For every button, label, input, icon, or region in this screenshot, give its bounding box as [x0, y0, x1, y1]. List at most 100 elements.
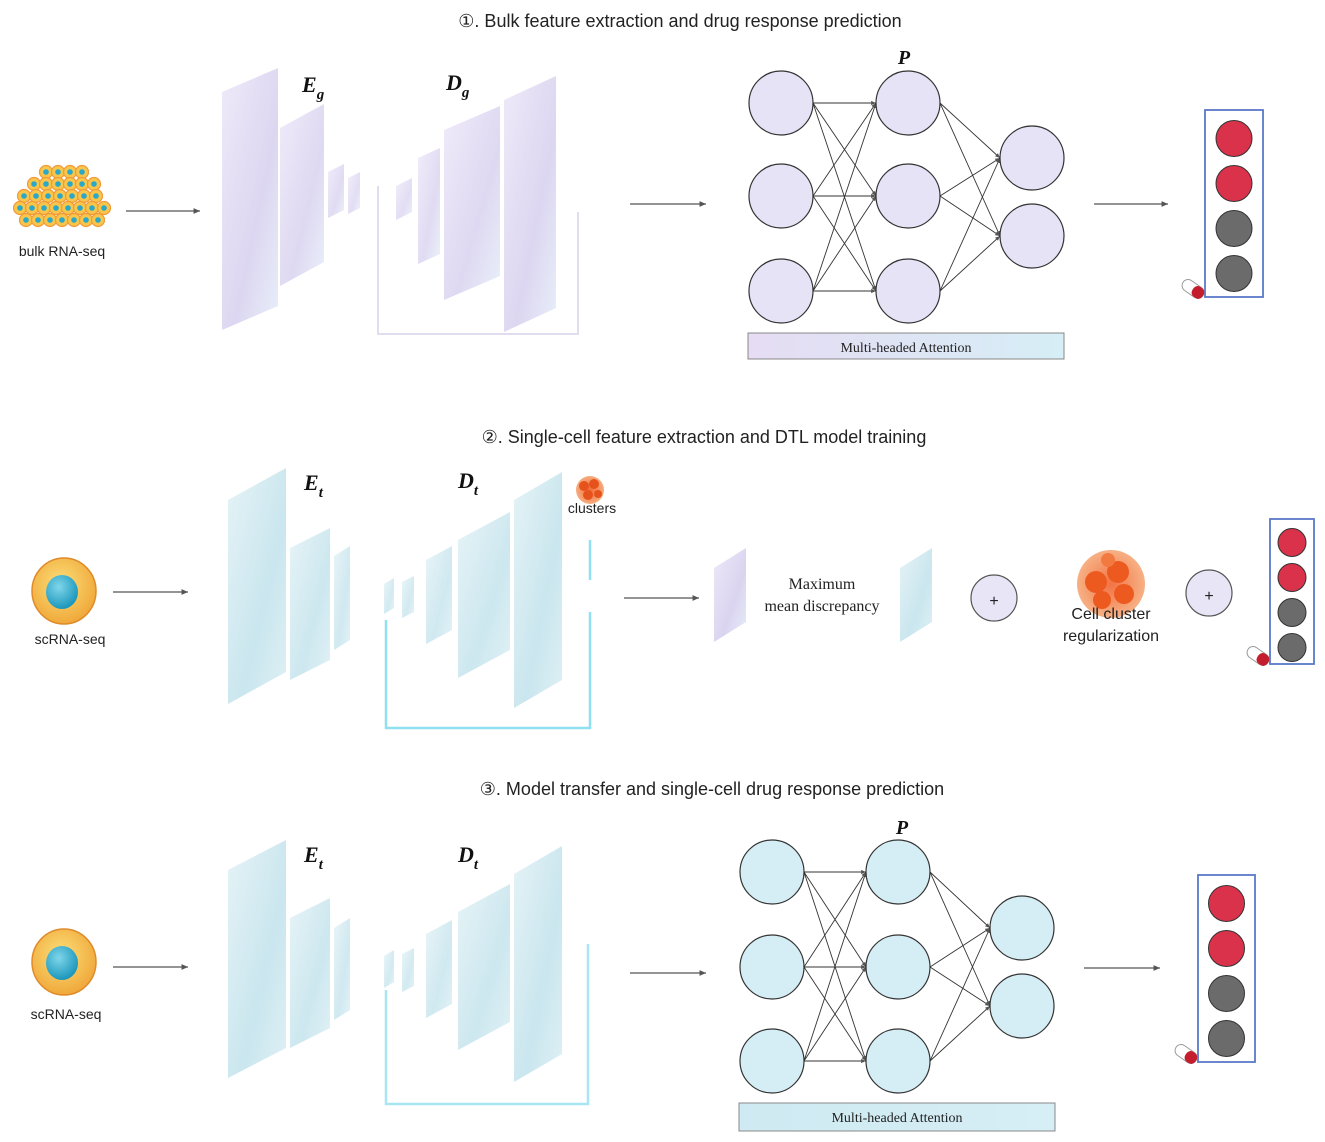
skip-connection [377, 186, 579, 335]
response-dot [1208, 975, 1245, 1012]
latent-layer [396, 178, 412, 220]
panel-bulk: ①. Bulk feature extraction and drug resp… [12, 11, 1264, 360]
decoder-label: Dt [457, 468, 479, 499]
latent-layer [384, 578, 394, 614]
network-edge [929, 927, 991, 968]
source-feature-layer [714, 548, 746, 642]
network-edge [812, 102, 877, 197]
pill-icon [1181, 279, 1205, 299]
bulk-cell-nucleus [71, 217, 77, 223]
response-output [1181, 109, 1264, 299]
encoder-label: Eg [301, 72, 325, 103]
response-dot [1277, 528, 1307, 557]
input-label: bulk RNA-seq [19, 243, 105, 259]
bulk-cell-nucleus [45, 193, 51, 199]
encoder-layer-2 [290, 528, 330, 680]
target-feature-layer [900, 548, 932, 642]
response-dot [1277, 598, 1307, 627]
plus-icon: + [970, 574, 1018, 622]
network-edge [929, 1005, 991, 1062]
network-node [875, 258, 941, 324]
predictor-label: P [895, 817, 909, 839]
single-cell-icon [31, 928, 97, 996]
bulk-cell-nucleus [79, 181, 85, 187]
bulk-cell-nucleus [29, 205, 35, 211]
single-cell-icon [31, 557, 97, 625]
skip-connection [384, 540, 592, 730]
bulk-cells-icon [12, 164, 112, 228]
attention-label: Multi-headed Attention [831, 1111, 962, 1126]
response-dot [1215, 120, 1253, 157]
decoder-layer-1 [418, 148, 440, 264]
decoder-layer-3 [514, 472, 562, 708]
encoder-label: Et [303, 842, 324, 873]
latent-layer-2 [402, 948, 414, 992]
bulk-cell-nucleus [35, 217, 41, 223]
attention-box [747, 332, 1065, 360]
panel-single-cell-training: ②. Single-cell feature extraction and DT… [31, 427, 1315, 730]
network-node [875, 163, 941, 229]
bulk-cell-nucleus [77, 205, 83, 211]
regularization-label-line2: regularization [1063, 628, 1159, 645]
network-edge [803, 871, 867, 968]
network-edge [939, 102, 1001, 159]
bulk-cell-nucleus [57, 193, 63, 199]
panel-title: ②. Single-cell feature extraction and DT… [482, 427, 927, 447]
attention-label: Multi-headed Attention [840, 341, 971, 356]
decoder-label: Dt [457, 842, 479, 873]
decoder-layer-3 [514, 846, 562, 1082]
response-dot [1208, 1020, 1245, 1057]
network-node [865, 1028, 931, 1094]
encoder-layer-1 [228, 840, 286, 1078]
bulk-cell-nucleus [53, 205, 59, 211]
decoder-label: Dg [445, 70, 470, 101]
bulk-cell-nucleus [79, 169, 85, 175]
network-node [748, 163, 814, 229]
network-edge [929, 966, 991, 1007]
encoder-layer-3 [334, 546, 350, 650]
latent-layer [384, 950, 394, 988]
network-node [748, 70, 814, 136]
bulk-cell-nucleus [41, 205, 47, 211]
network-node [999, 203, 1065, 269]
decoder-layer-1 [426, 546, 452, 644]
network-edge [939, 195, 1001, 237]
bulk-cell-nucleus [43, 181, 49, 187]
network-edge [939, 235, 1001, 292]
attention-box [738, 1102, 1056, 1132]
network-node [865, 934, 931, 1000]
network-node [865, 839, 931, 905]
network-edge [812, 102, 877, 292]
response-dot [1215, 165, 1253, 202]
encoder-layer-4 [348, 172, 360, 214]
network-node [989, 895, 1055, 961]
network-edge [803, 966, 867, 1062]
encoder-layer-2 [290, 898, 330, 1048]
bulk-cell-nucleus [33, 193, 39, 199]
skip-connection [384, 944, 590, 1106]
response-output [1174, 874, 1256, 1064]
plus-symbol: + [1204, 588, 1213, 605]
encoder-layer-2 [280, 104, 324, 286]
decoder-layer-2 [458, 884, 510, 1050]
network-edge [812, 195, 877, 292]
bulk-cell-nucleus [67, 169, 73, 175]
latent-layer-2 [402, 576, 414, 618]
predictor-label: P [897, 47, 911, 69]
clusters-label: clusters [568, 500, 616, 516]
response-dot [1208, 930, 1245, 967]
predictor-network [739, 839, 1055, 1094]
network-edge [939, 157, 1001, 292]
decoder-layer-3 [504, 76, 556, 332]
network-node [739, 1028, 805, 1094]
encoder-layer-1 [222, 68, 278, 330]
response-dot [1277, 633, 1307, 662]
network-edge [939, 157, 1001, 197]
network-edge [803, 871, 867, 1062]
clusters-icon [576, 476, 604, 504]
bulk-cell-nucleus [89, 205, 95, 211]
bulk-cell-nucleus [93, 193, 99, 199]
bulk-cell-nucleus [83, 217, 89, 223]
bulk-cell-nucleus [23, 217, 29, 223]
network-edge [929, 871, 991, 1007]
